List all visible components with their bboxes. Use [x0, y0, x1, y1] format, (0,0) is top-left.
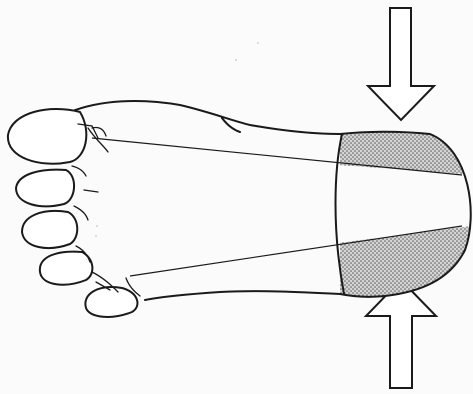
big-toe [8, 109, 86, 164]
scan-speckles [95, 42, 258, 236]
second-toe [16, 170, 74, 207]
down-arrow [368, 8, 434, 120]
fifth-toe [85, 287, 137, 317]
heel-lower-shaded-region [338, 225, 473, 300]
fourth-toe [40, 252, 93, 285]
third-toe [22, 211, 77, 248]
